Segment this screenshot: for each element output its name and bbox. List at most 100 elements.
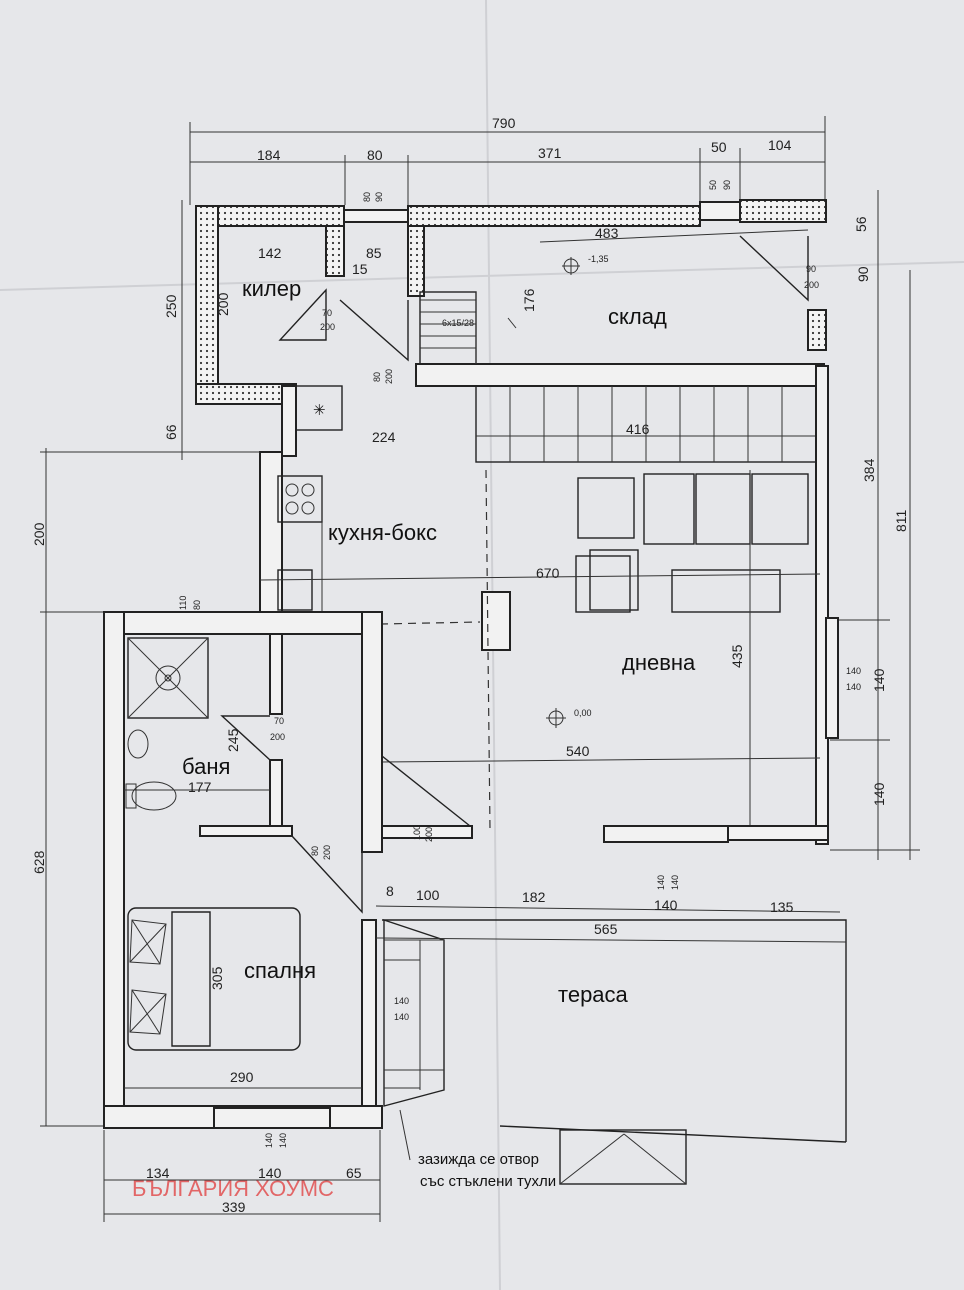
lbl-d200d: 200 <box>322 845 332 860</box>
room-sklad: склад <box>608 304 667 329</box>
dim-811: 811 <box>893 509 909 532</box>
lbl-d200c: 200 <box>270 732 285 742</box>
bottom-dimension-chains <box>103 1130 381 1222</box>
note-line1: зазижда се отвор <box>418 1151 539 1168</box>
lbl-w140b: 140 <box>846 682 861 692</box>
dim-66: 66 <box>163 424 179 440</box>
dim-184: 184 <box>257 147 281 163</box>
lbl-w80b: 80 <box>192 600 202 610</box>
watermark: БЪЛГАРИЯ ХОУМС <box>132 1176 334 1201</box>
lbl-d200b: 200 <box>384 369 394 384</box>
terrace-outline <box>382 919 847 1185</box>
dim-50: 50 <box>711 139 727 155</box>
lbl-w90: 90 <box>374 192 384 202</box>
dim-140-b: 140 <box>654 897 678 913</box>
dim-104: 104 <box>768 137 792 153</box>
dim-305: 305 <box>209 966 225 990</box>
lbl-w110: 110 <box>178 596 188 610</box>
dim-483: 483 <box>595 225 619 241</box>
note-line2: със стъклени тухли <box>420 1173 556 1190</box>
lbl-level-top: -1,35 <box>588 254 609 264</box>
dim-245: 245 <box>225 728 241 752</box>
dim-total-width: 790 <box>492 115 516 131</box>
dim-140-bot: 140 <box>258 1165 282 1181</box>
dim-176: 176 <box>521 288 537 312</box>
dim-182: 182 <box>522 889 546 905</box>
room-kiler: килер <box>242 276 301 301</box>
dim-8: 8 <box>386 883 394 899</box>
lbl-d200e: 200 <box>424 827 434 842</box>
lbl-w140a: 140 <box>846 666 861 676</box>
upper-doors <box>278 235 809 362</box>
dim-100: 100 <box>416 887 440 903</box>
dim-85: 85 <box>366 245 382 261</box>
dim-628: 628 <box>31 850 47 874</box>
bath-door-swing <box>220 715 271 761</box>
lbl-d200: 200 <box>320 322 335 332</box>
svg-text:✳: ✳ <box>313 402 326 419</box>
dim-15: 15 <box>352 261 368 277</box>
lbl-d70b: 70 <box>274 716 284 726</box>
lbl-r90: 90 <box>806 264 816 274</box>
double-bed <box>127 907 301 1051</box>
dashed-partition-v <box>485 469 491 831</box>
dim-line-540 <box>379 757 821 763</box>
room-dnevna: дневна <box>622 650 696 675</box>
dim-177: 177 <box>188 779 212 795</box>
lbl-d80b: 80 <box>310 846 320 856</box>
room-terasa: тераса <box>558 982 629 1007</box>
dim-250: 250 <box>163 294 179 318</box>
dim-142: 142 <box>258 245 282 261</box>
dim-540: 540 <box>566 743 590 759</box>
lbl-w140g: 140 <box>656 875 666 890</box>
lbl-w140f: 140 <box>394 1012 409 1022</box>
living-room-furniture <box>481 473 839 739</box>
lbl-level-main: 0,00 <box>574 708 592 718</box>
dim-435: 435 <box>729 644 745 668</box>
dim-416: 416 <box>626 421 650 437</box>
lbl-d70: 70 <box>322 308 332 318</box>
lbl-w50: 50 <box>708 180 718 190</box>
lbl-w140e: 140 <box>394 996 409 1006</box>
shower-tray <box>125 637 209 811</box>
dim-200-left: 200 <box>31 522 47 546</box>
dim-140-r1: 140 <box>871 668 887 692</box>
dim-65: 65 <box>346 1165 362 1181</box>
kitchen: ✳ <box>259 385 343 613</box>
room-banya: баня <box>182 754 230 779</box>
lbl-r200: 200 <box>804 280 819 290</box>
dim-135: 135 <box>770 899 794 915</box>
dim-140-r2: 140 <box>871 782 887 806</box>
dim-line-670 <box>259 573 821 581</box>
upper-walls <box>195 199 827 405</box>
dim-90: 90 <box>855 266 871 282</box>
dim-56: 56 <box>853 216 869 232</box>
dim-371: 371 <box>538 145 562 161</box>
entry-door-swing <box>381 755 473 827</box>
dim-80: 80 <box>367 147 383 163</box>
dim-134: 134 <box>146 1165 170 1181</box>
lbl-w140d: 140 <box>278 1133 288 1148</box>
lbl-w90b: 90 <box>722 180 732 190</box>
dim-224: 224 <box>372 429 396 445</box>
terrace-dimension-chains <box>375 905 847 943</box>
room-kuhnya: кухня-бокс <box>328 520 437 545</box>
left-dimension-chains <box>40 448 260 1127</box>
lbl-w80: 80 <box>362 192 372 202</box>
staircase-upper <box>415 291 829 845</box>
bedroom-door-swing <box>291 835 363 914</box>
lbl-w140c: 140 <box>264 1133 274 1148</box>
lbl-d100: 100 <box>412 825 422 840</box>
dim-565: 565 <box>594 921 618 937</box>
dim-290: 290 <box>230 1069 254 1085</box>
lbl-stairs: 6x15/28 <box>442 318 474 328</box>
right-dimension-chains <box>830 190 920 860</box>
dashed-partition-h <box>379 621 481 625</box>
staircase-lower <box>383 919 445 1161</box>
dim-384: 384 <box>861 458 877 482</box>
lbl-d80: 80 <box>372 372 382 382</box>
dim-670: 670 <box>536 565 560 581</box>
top-dimension-chains <box>189 116 826 205</box>
dim-200-kiler: 200 <box>215 292 231 316</box>
